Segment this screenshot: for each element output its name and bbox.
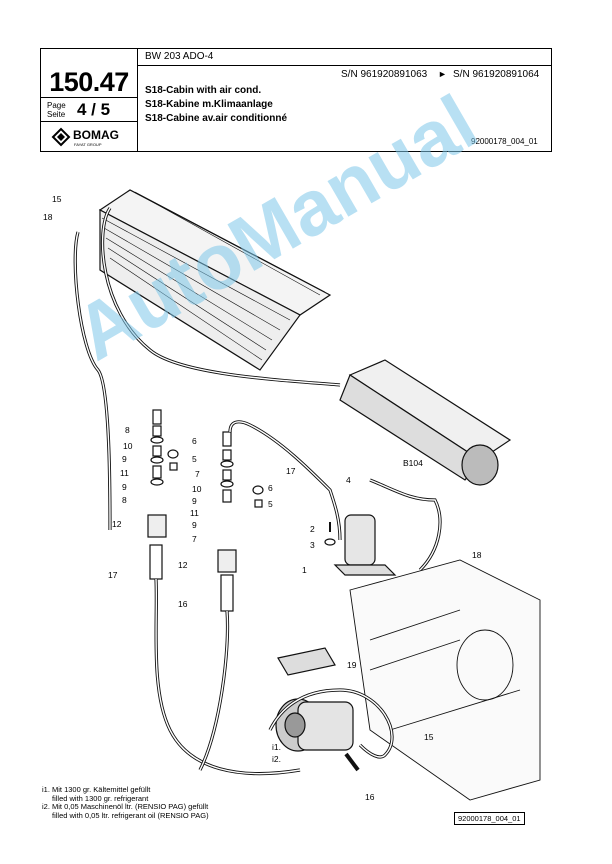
exploded-parts-drawing: 15 18 8 10 9 11 9 8 12 17 6 5 7 10 9 11 … — [43, 189, 541, 802]
fitting-stack-right — [217, 431, 237, 612]
callout-6: 6 — [192, 436, 197, 446]
note-i1: i1. Mit 1300 gr. Kältemittel gefüllt — [42, 785, 151, 794]
callout-9: 9 — [122, 482, 127, 492]
callout-15: 15 — [52, 194, 62, 204]
bomag-logo: BOMAG FAYAT GROUP — [51, 127, 119, 147]
callout-11: 11 — [120, 468, 129, 478]
footer-doc-id: 92000178_004_01 — [454, 812, 525, 825]
logo-subtext: FAYAT GROUP — [74, 142, 102, 147]
callout-15: 15 — [424, 732, 434, 742]
callout-4: 4 — [346, 475, 351, 485]
callout-16: 16 — [365, 792, 375, 802]
callout-7: 7 — [192, 534, 197, 544]
callout-10: 10 — [123, 441, 133, 451]
callout-b104: B104 — [403, 458, 423, 468]
compressor — [275, 698, 354, 752]
callout-8: 8 — [125, 425, 130, 435]
header-box: BW 203 ADO-4 S/N 961920891063 ► S/N 9619… — [40, 48, 552, 152]
divider — [41, 97, 137, 98]
hose-18 — [73, 231, 112, 531]
fitting-stack-left — [147, 409, 167, 580]
note-i2-en: filled with 0,05 ltr. refrigerant oil (R… — [52, 810, 209, 820]
machine-model: BW 203 ADO-4 — [145, 51, 214, 62]
callout-18: 18 — [43, 212, 53, 222]
evaporator-unit — [339, 359, 512, 486]
callout-labels: 15 18 8 10 9 11 9 8 12 17 6 5 7 10 9 11 … — [43, 194, 482, 802]
callout-6: 6 — [268, 483, 273, 493]
divider — [41, 121, 137, 122]
page-of: 4 / 5 — [77, 100, 111, 119]
callout-9: 9 — [192, 496, 197, 506]
callout-7: 7 — [195, 469, 200, 479]
receiver-dryer — [333, 514, 397, 576]
serial-from: S/N 961920891063 — [341, 69, 428, 80]
divider — [137, 49, 138, 152]
callout-12: 12 — [112, 519, 122, 529]
title-de: S18-Kabine m.Klimaanlage — [145, 99, 273, 110]
callout-2: 2 — [310, 524, 315, 534]
callout-11: 11 — [190, 508, 199, 518]
callout-5: 5 — [268, 499, 273, 509]
machine-frame — [349, 559, 541, 801]
callout-19: 19 — [347, 660, 357, 670]
callout-16: 16 — [178, 599, 188, 609]
callout-17: 17 — [108, 570, 118, 580]
serial-arrow-icon: ► — [438, 69, 447, 79]
callout-3: 3 — [310, 540, 315, 550]
title-en: S18-Cabin with air cond. — [145, 85, 262, 96]
logo-text: BOMAG — [73, 128, 119, 142]
callout-1: 1 — [302, 565, 307, 575]
title-fr: S18-Cabine av.air conditionné — [145, 113, 288, 124]
doc-id: 92000178_004_01 — [471, 137, 538, 146]
footnotes: i1. Mit 1300 gr. Kältemittel gefüllt fil… — [42, 785, 209, 820]
callout-8: 8 — [122, 495, 127, 505]
label-plate — [277, 647, 336, 676]
serial-to: S/N 961920891064 — [453, 69, 540, 80]
callout-9: 9 — [122, 454, 127, 464]
callout-18: 18 — [472, 550, 482, 560]
condenser-drawing — [98, 189, 332, 371]
page-number: 150.47 — [49, 67, 129, 97]
callout-i2: i2. — [272, 754, 281, 764]
callout-17: 17 — [286, 466, 296, 476]
callout-10: 10 — [192, 484, 202, 494]
page-label-en: Page — [47, 101, 66, 110]
callout-12: 12 — [178, 560, 188, 570]
note-i2: i2. Mit 0,05 Maschinenöl ltr. (RENSIO PA… — [42, 802, 209, 812]
callout-5: 5 — [192, 454, 197, 464]
callout-i1: i1. — [272, 742, 281, 752]
page-label-de: Seite — [47, 110, 66, 119]
divider — [137, 65, 552, 66]
note-i1-en: filled with 1300 gr. refrigerant — [52, 793, 149, 803]
callout-9: 9 — [192, 520, 197, 530]
page-label: Page Seite — [47, 101, 66, 119]
